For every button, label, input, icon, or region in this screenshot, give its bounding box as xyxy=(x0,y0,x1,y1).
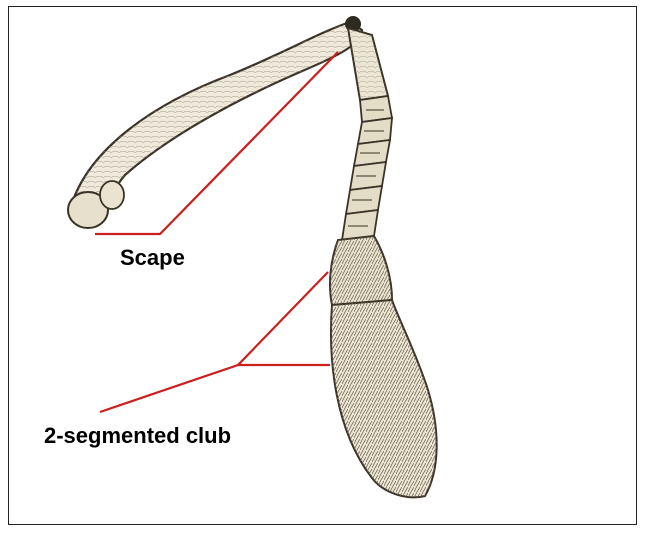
club-label: 2-segmented club xyxy=(44,423,231,449)
pedicel-segment xyxy=(348,28,388,100)
club-segment-1 xyxy=(330,236,392,305)
club-segment-2 xyxy=(331,300,437,497)
scape-label: Scape xyxy=(120,245,185,271)
club-leader-line xyxy=(100,272,330,412)
funicle-segments xyxy=(342,96,392,240)
scape-segment xyxy=(68,16,362,228)
